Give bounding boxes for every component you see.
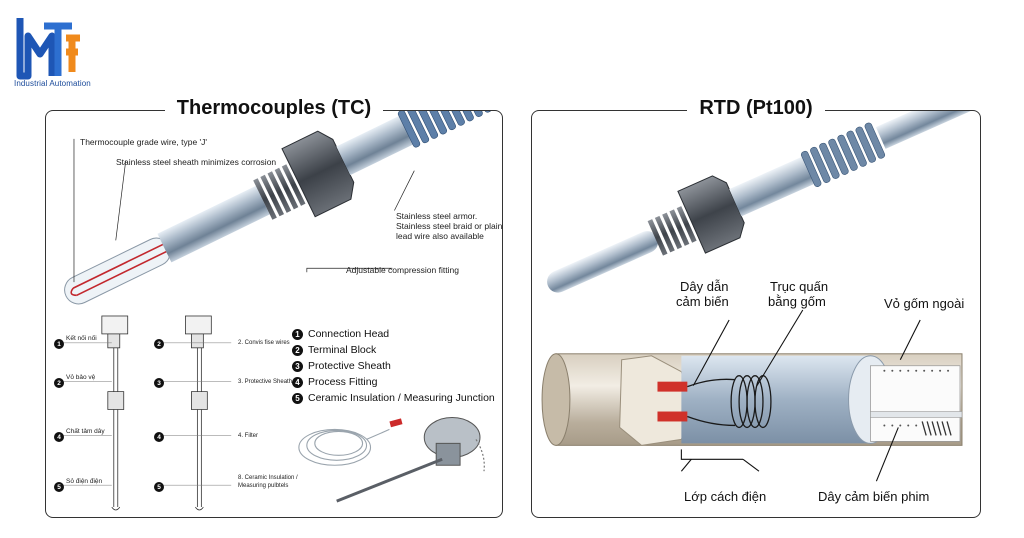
tc-callout-armor-3: lead wire also available (396, 231, 484, 241)
right-probe-marker: 2 (154, 339, 164, 349)
right-probe-label: 2. Convis fise wires (238, 340, 290, 346)
right-probe-marker: 5 (154, 482, 164, 492)
rtd-title-wrap: RTD (Pt100) (532, 97, 980, 120)
rtd-label-lead-1: Dây dẫn (680, 279, 729, 294)
right-probe-marker: 4 (154, 432, 164, 442)
tc-callout-sheath: Stainless steel sheath minimizes corrosi… (116, 157, 277, 167)
tc-title-wrap: Thermocouples (TC) (46, 97, 502, 120)
rtd-label-element: Dây cảm biến phim (818, 489, 930, 504)
rtd-panel: RTD (Pt100) (531, 97, 981, 518)
tc-callout-fitting: Adjustable compression fitting (346, 265, 459, 275)
thermocouple-illustration (62, 111, 492, 511)
left-probe-marker: 2 (54, 378, 64, 388)
right-probe-label: 3. Protective Sheath (238, 379, 293, 385)
logo-caption: Industrial Automation (14, 79, 91, 88)
right-probe-marker: 3 (154, 378, 164, 388)
rtd-label-lead-2: cảm biến (676, 294, 729, 309)
right-probe-label: 4. Filter (238, 433, 259, 439)
right-probe-label-extra: Measuring pulbtels (238, 483, 289, 489)
left-probe-marker: 4 (54, 432, 64, 442)
tc-callout-armor-2: Stainless steel braid or plain (396, 221, 503, 231)
rtd-label-shell: Vỏ gốm ngoài (884, 296, 965, 311)
thermocouple-panel: Thermocouples (TC) (45, 97, 503, 518)
tc-callout-wire: Thermocouple grade wire, type 'J' (80, 137, 208, 147)
tc-callout-armor-1: Stainless steel armor. (396, 211, 478, 221)
rtd-title: RTD (Pt100) (687, 97, 825, 119)
rtd-illustration (541, 111, 980, 482)
left-probe-label: Vỏ bảo vệ (66, 374, 96, 381)
right-probe-label: 8. Ceramic Insulation / (238, 475, 298, 481)
rtd-label-insulation: Lớp cách điện (684, 489, 767, 504)
left-probe-label: Kết nối nối (66, 335, 97, 342)
left-probe-marker: 5 (54, 482, 64, 492)
rtd-label-core-2: bằng gốm (768, 294, 826, 309)
company-logo (16, 18, 80, 80)
tc-title: Thermocouples (TC) (164, 97, 384, 119)
left-probe-label: Sỏ điện điện (66, 478, 103, 485)
left-probe-marker: 1 (54, 339, 64, 349)
left-probe-label: Chất tảm dây (66, 428, 105, 435)
rtd-label-core-1: Trục quấn (770, 279, 829, 294)
